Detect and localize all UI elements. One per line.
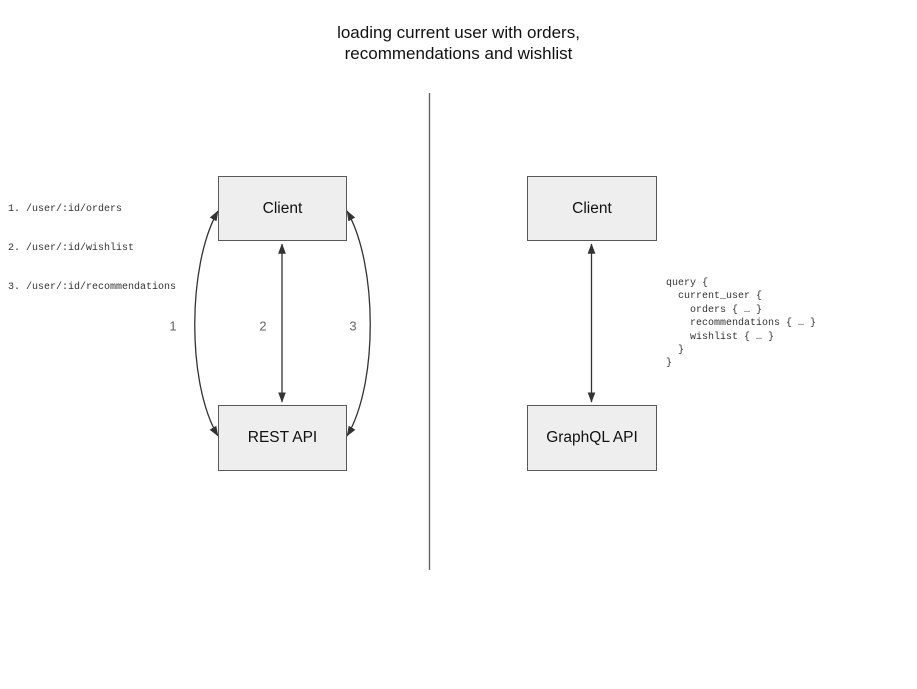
rest-arrow-label-2: 2 xyxy=(259,318,267,334)
rest-arrow-label-3: 3 xyxy=(349,318,357,334)
rest-curved-arrow-1 xyxy=(194,210,219,437)
rest-endpoint-recommendations: 3. /user/:id/recommendations xyxy=(8,282,177,293)
graphql-api-label: GraphQL API xyxy=(546,429,638,446)
rest-api-label: REST API xyxy=(247,429,318,446)
rest-arrow-label-1: 1 xyxy=(169,318,177,334)
diagram-title-line2: recommendations and wishlist xyxy=(344,44,573,63)
graphql-api-box: GraphQL API xyxy=(527,405,657,471)
rest-api-box: REST API xyxy=(218,405,347,471)
rest-client-label: Client xyxy=(262,199,303,217)
graphql-client-box: Client xyxy=(527,176,657,241)
diagram-title-line1: loading current user with orders, xyxy=(337,23,580,42)
graphql-client-label: Client xyxy=(572,199,612,217)
diagram-title: loading current user with orders, recomm… xyxy=(0,22,917,64)
rest-endpoint-list: 1. /user/:id/orders 2. /user/:id/wishlis… xyxy=(8,177,176,320)
graphql-query-code: query { current_user { orders { … } reco… xyxy=(666,278,817,370)
rest-client-box: Client xyxy=(218,176,347,241)
rest-endpoint-wishlist: 2. /user/:id/wishlist xyxy=(8,243,135,254)
rest-endpoint-orders: 1. /user/:id/orders xyxy=(8,204,123,215)
